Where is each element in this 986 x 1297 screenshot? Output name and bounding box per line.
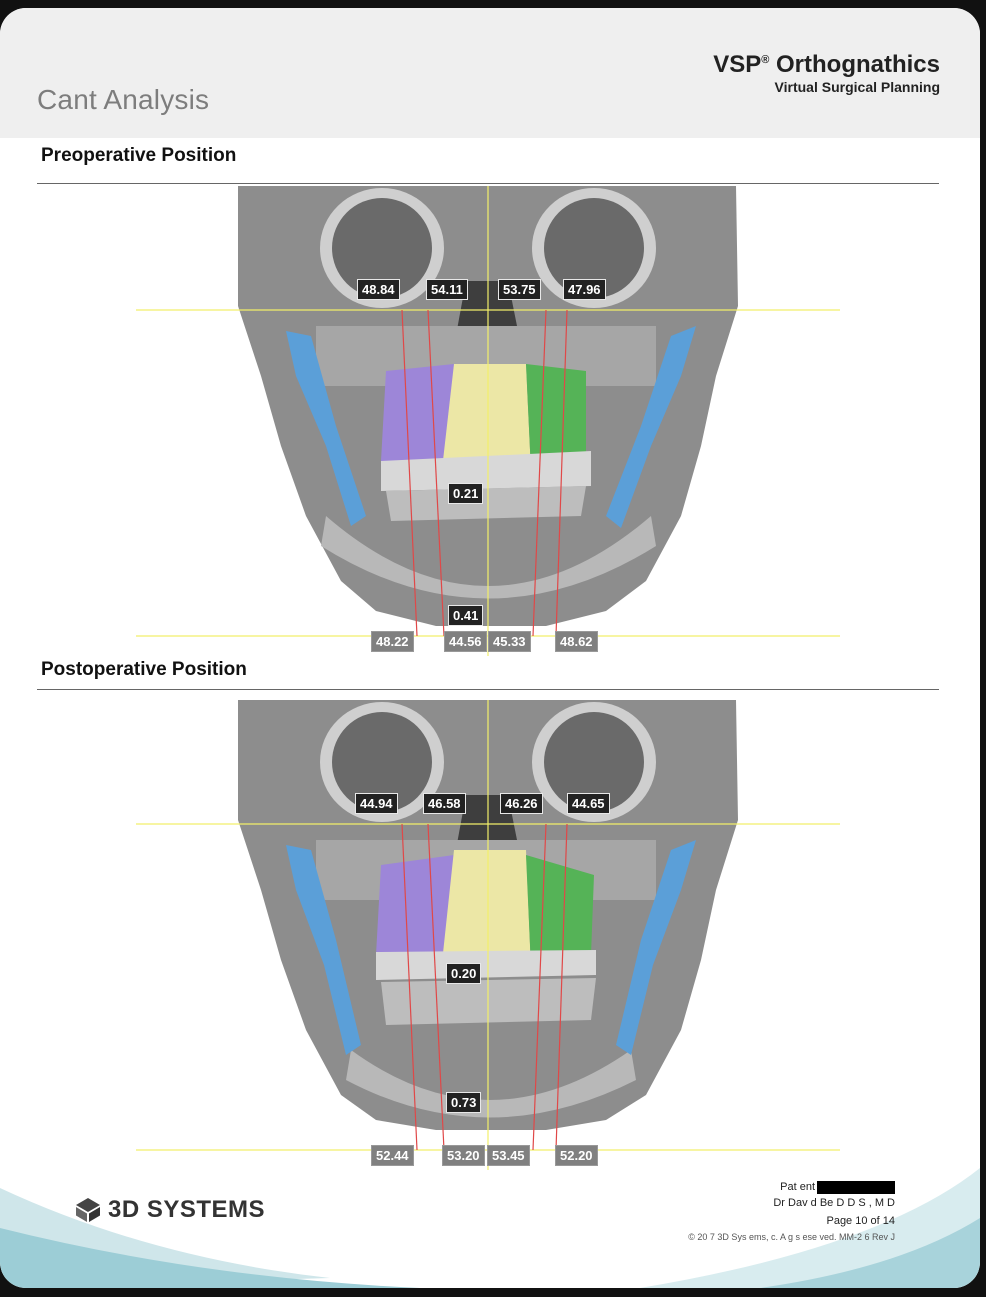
postoperative-skull-illustration	[136, 700, 840, 1170]
postoperative-heading: Postoperative Position	[41, 659, 247, 680]
footer-swoosh-decoration	[0, 1168, 980, 1288]
pre-top-measurement-3: 53.75	[498, 279, 541, 300]
footer-info: Pat ent Dr Dav d Be D D S , M D Page 10 …	[773, 1179, 895, 1229]
post-occlusal-value: 0.20	[446, 963, 482, 984]
page-title: Cant Analysis	[37, 84, 210, 115]
preoperative-skull-figure	[136, 186, 840, 656]
logo-text: 3D SYSTEMS	[108, 1196, 266, 1223]
preoperative-heading: Preoperative Position	[41, 145, 237, 166]
company-logo: 3D SYSTEMS	[74, 1196, 265, 1224]
post-bottom-measurement-2: 53.20	[442, 1145, 485, 1166]
post-chin-value: 0.73	[446, 1092, 482, 1113]
patient-line: Pat ent	[773, 1179, 895, 1195]
report-page: Cant Analysis VSP® Orthognathics Virtual…	[0, 8, 980, 1288]
pre-bottom-measurement-3: 45.33	[488, 631, 531, 652]
doctor-line: Dr Dav d Be D D S , M D	[773, 1197, 895, 1209]
post-top-measurement-1: 44.94	[355, 793, 398, 814]
preoperative-skull-illustration	[136, 186, 840, 656]
post-top-measurement-3: 46.26	[500, 793, 543, 814]
page-number: Page 10 of 14	[826, 1215, 895, 1227]
post-top-measurement-4: 44.65	[567, 793, 610, 814]
brand-subtitle: Virtual Surgical Planning	[774, 79, 940, 95]
pre-bottom-measurement-2: 44.56	[444, 631, 487, 652]
post-bottom-measurement-4: 52.20	[555, 1145, 598, 1166]
pre-top-measurement-1: 48.84	[357, 279, 400, 300]
brand-block: VSP® Orthognathics Virtual Surgical Plan…	[713, 46, 940, 95]
postoperative-rule	[37, 689, 939, 690]
3d-systems-logo-icon	[76, 1198, 100, 1222]
pre-bottom-measurement-1: 48.22	[371, 631, 414, 652]
postoperative-skull-figure	[136, 700, 840, 1170]
post-bottom-measurement-1: 52.44	[371, 1145, 414, 1166]
pre-chin-value: 0.41	[448, 605, 484, 626]
copyright-text: © 20 7 3D Sys ems, c. A g s ese ved. MM-…	[688, 1232, 895, 1242]
pre-bottom-measurement-4: 48.62	[555, 631, 598, 652]
page-header: Cant Analysis VSP® Orthognathics Virtual…	[0, 8, 980, 138]
redaction-bar	[817, 1180, 895, 1194]
pre-occlusal-value: 0.21	[448, 483, 484, 504]
pre-top-measurement-2: 54.11	[426, 279, 468, 300]
post-bottom-measurement-3: 53.45	[487, 1145, 530, 1166]
brand-name: VSP® Orthognathics	[713, 51, 940, 78]
post-top-measurement-2: 46.58	[423, 793, 466, 814]
preoperative-rule	[37, 183, 939, 184]
pre-top-measurement-4: 47.96	[563, 279, 606, 300]
